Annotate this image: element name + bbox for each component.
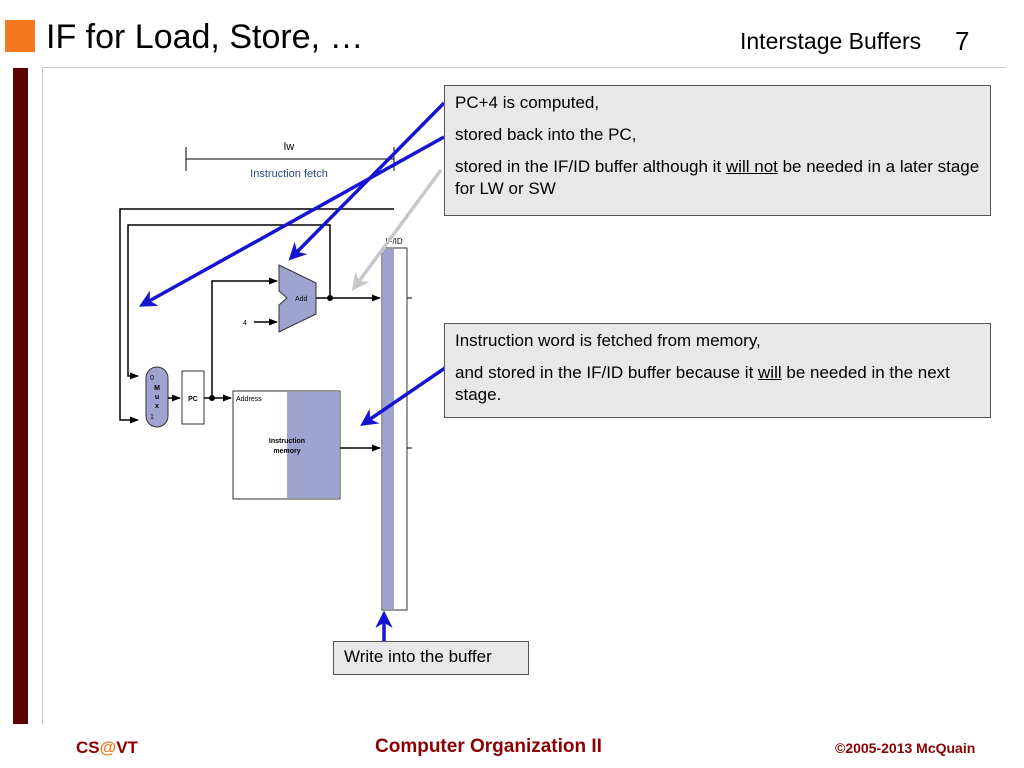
page-number: 7 <box>955 26 970 56</box>
adder-junction-dot <box>327 295 333 301</box>
instruction-memory: Address Instruction memory <box>232 390 341 500</box>
mux-bottom-label: 1 <box>150 414 154 421</box>
section-title: Interstage Buffers <box>740 28 922 54</box>
ifid-buffer: IF/ID <box>381 237 412 611</box>
address-label: Address <box>236 396 262 403</box>
instr-arrow-to-wire <box>360 366 446 426</box>
adder-wires <box>211 277 381 398</box>
const-four-label: 4 <box>243 320 247 327</box>
pc4-line1: PC+4 is computed, <box>455 93 600 112</box>
pc-junction-dot <box>209 395 215 401</box>
mux-top-label: 0 <box>150 375 154 382</box>
write-callout: Write into the buffer <box>333 641 529 675</box>
top-rule <box>42 67 1006 68</box>
instr-line1: Instruction word is fetched from memory, <box>455 331 761 350</box>
pc-register: PC <box>181 370 205 425</box>
mux-letter-m: M <box>154 385 160 392</box>
pc4-arrow-to-buffer <box>351 168 443 291</box>
footer-copyright: ©2005-2013 McQuain <box>835 740 976 756</box>
add-label: Add <box>295 296 308 303</box>
slide-title: IF for Load, Store, … <box>46 18 364 56</box>
imem-label-line1: Instruction <box>269 438 305 445</box>
adder: Add <box>278 264 317 333</box>
annotation-arrows <box>138 101 446 645</box>
left-sidebar-bar <box>13 68 28 724</box>
pc4-line3: stored in the IF/ID buffer although it w… <box>455 157 980 198</box>
feedback-wires <box>119 208 394 424</box>
pc4-arrow-to-pc-wire <box>138 135 445 307</box>
left-rule <box>42 68 43 724</box>
pc4-callout: PC+4 is computed, stored back into the P… <box>444 85 991 216</box>
instr-line2: and stored in the IF/ID buffer because i… <box>455 363 950 404</box>
ifid-label: IF/ID <box>385 237 403 246</box>
lw-label: lw <box>284 141 294 153</box>
footer-csvt: CS@VT <box>76 738 138 757</box>
footer-course-title: Computer Organization II <box>375 736 602 757</box>
pc-label: PC <box>188 396 198 403</box>
mux-letter-u: u <box>155 394 159 401</box>
pc-mux: 0 M u x 1 <box>145 366 169 428</box>
instruction-callout: Instruction word is fetched from memory,… <box>444 323 991 418</box>
stage-bracket: lw Instruction fetch <box>185 141 395 180</box>
mux-letter-x: x <box>155 403 159 410</box>
imem-label-line2: memory <box>273 448 300 455</box>
stage-label: Instruction fetch <box>250 168 328 180</box>
pc4-line2: stored back into the PC, <box>455 125 637 144</box>
title-accent-square <box>5 20 35 52</box>
